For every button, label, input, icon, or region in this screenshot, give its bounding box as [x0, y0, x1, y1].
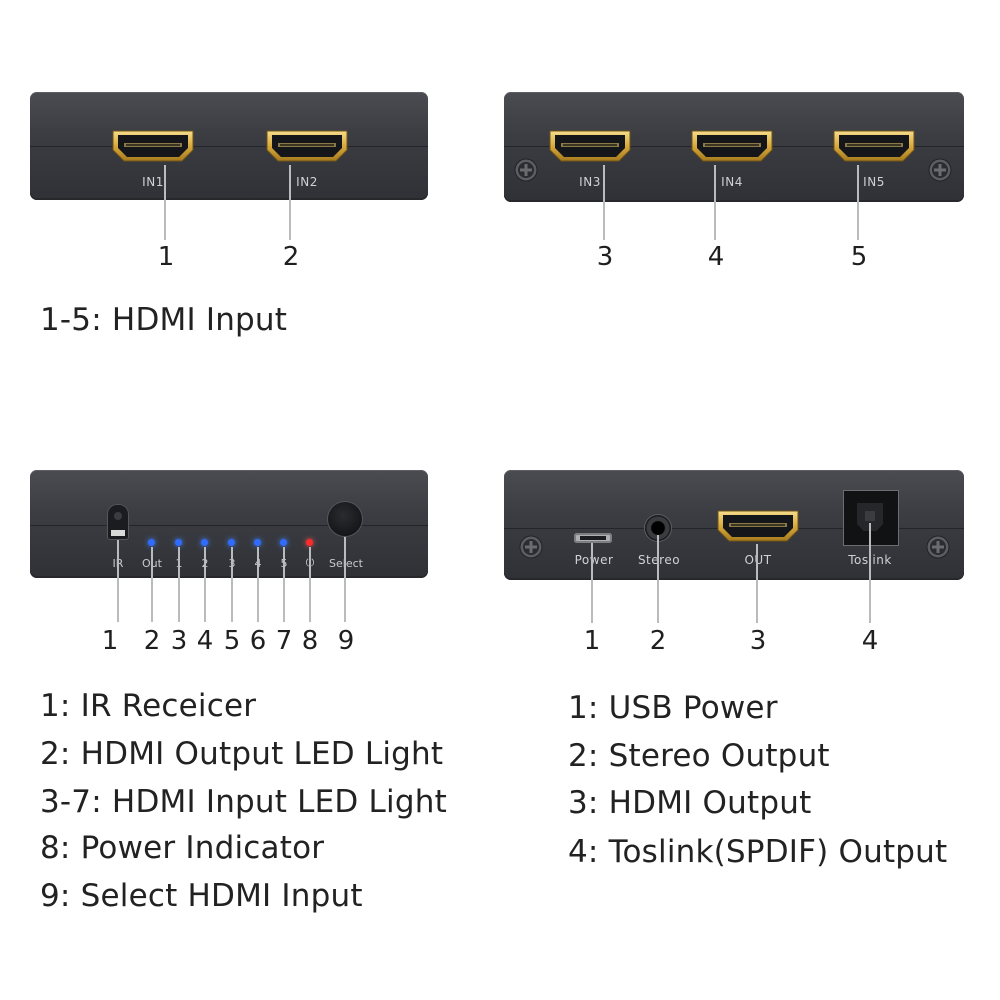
input-led-4: [254, 539, 261, 546]
select-button[interactable]: [328, 502, 362, 536]
port-label-in4: IN4: [721, 175, 743, 189]
callout-line: [117, 540, 119, 622]
power-led: [306, 539, 313, 546]
callout-number: 3: [596, 242, 614, 272]
callout-number: 6: [249, 626, 267, 656]
callout-line: [591, 543, 593, 623]
callout-number: 1: [583, 626, 601, 656]
hdmi-port-in2: [264, 128, 350, 164]
legend-back-1: 1: USB Power: [568, 690, 778, 726]
port-label-in3: IN3: [579, 175, 601, 189]
callout-line: [204, 547, 206, 622]
out-led: [148, 539, 155, 546]
legend-front-4: 8: Power Indicator: [40, 830, 325, 866]
callout-number: 1: [101, 626, 119, 656]
front-panel: [30, 470, 428, 578]
callout-number: 7: [275, 626, 293, 656]
callout-number: 3: [749, 626, 767, 656]
callout-line: [857, 165, 859, 240]
usb-power-port: [574, 533, 612, 543]
hdmi-port-in4: [689, 128, 775, 164]
legend-back-4: 4: Toslink(SPDIF) Output: [568, 834, 948, 870]
callout-line: [603, 165, 605, 240]
callout-line: [164, 165, 166, 240]
callout-line: [289, 165, 291, 240]
label-stereo: Stereo: [630, 553, 688, 567]
input-led-5: [280, 539, 287, 546]
callout-line: [231, 547, 233, 622]
callout-number: 9: [337, 626, 355, 656]
legend-back-3: 3: HDMI Output: [568, 785, 812, 821]
toslink-port: [843, 490, 899, 546]
callout-number: 4: [707, 242, 725, 272]
label-power: Power: [574, 553, 614, 567]
callout-number: 2: [282, 242, 300, 272]
callout-number: 4: [196, 626, 214, 656]
callout-number: 2: [143, 626, 161, 656]
callout-line: [151, 547, 153, 622]
hdmi-port-in5: [831, 128, 917, 164]
ir-receiver: [107, 504, 129, 540]
screw-icon: [928, 158, 952, 182]
legend-front-2: 2: HDMI Output LED Light: [40, 736, 444, 772]
callout-line: [657, 535, 659, 623]
screw-icon: [926, 535, 950, 559]
port-label-in1: IN1: [142, 175, 164, 189]
callout-number: 2: [649, 626, 667, 656]
hdmi-port-in3: [547, 128, 633, 164]
port-label-in2: IN2: [296, 175, 318, 189]
callout-line: [309, 547, 311, 622]
caption-hdmi-input: 1-5: HDMI Input: [40, 302, 288, 338]
callout-line: [344, 537, 346, 622]
input-panel-left: [30, 92, 428, 200]
callout-number: 1: [157, 242, 175, 272]
callout-line: [257, 547, 259, 622]
callout-line: [178, 547, 180, 622]
callout-line: [714, 165, 716, 240]
callout-line: [869, 523, 871, 623]
input-led-1: [175, 539, 182, 546]
callout-number: 4: [861, 626, 879, 656]
hdmi-port-out: [715, 508, 801, 544]
hdmi-port-in1: [110, 128, 196, 164]
callout-line: [283, 547, 285, 622]
label-out: OUT: [744, 553, 772, 567]
callout-line: [756, 544, 758, 623]
screw-icon: [514, 158, 538, 182]
callout-number: 5: [850, 242, 868, 272]
input-led-2: [201, 539, 208, 546]
legend-back-2: 2: Stereo Output: [568, 738, 830, 774]
callout-number: 5: [223, 626, 241, 656]
callout-number: 8: [301, 626, 319, 656]
legend-front-5: 9: Select HDMI Input: [40, 878, 363, 914]
callout-number: 3: [170, 626, 188, 656]
legend-front-3: 3-7: HDMI Input LED Light: [40, 784, 447, 820]
input-led-3: [228, 539, 235, 546]
screw-icon: [519, 535, 543, 559]
port-label-in5: IN5: [863, 175, 885, 189]
legend-front-1: 1: IR Receicer: [40, 688, 257, 724]
label-select: Select: [329, 557, 363, 570]
